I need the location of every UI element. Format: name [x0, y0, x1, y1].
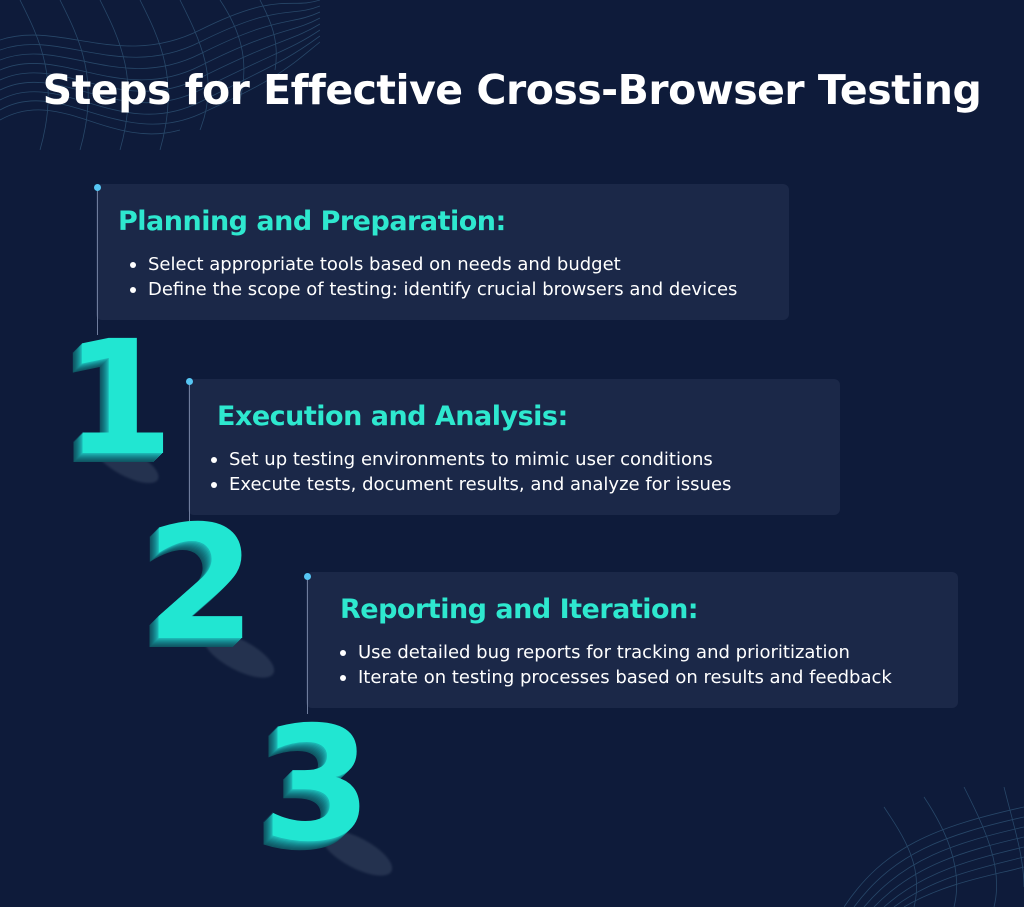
- step-connector-line: [304, 573, 311, 714]
- bullet-text: Execute tests, document results, and ana…: [229, 474, 732, 495]
- connector-dot-icon: [186, 378, 193, 385]
- bullet-dot-icon: [130, 287, 136, 293]
- bullet-dot-icon: [211, 482, 217, 488]
- list-item: Execute tests, document results, and ana…: [211, 472, 731, 497]
- step-bullet-list: Use detailed bug reports for tracking an…: [340, 640, 892, 690]
- decorative-wave-bottom-right: [844, 787, 1024, 907]
- list-item: Use detailed bug reports for tracking an…: [340, 640, 892, 665]
- step-number-2: 2: [146, 492, 256, 676]
- step-bullet-list: Select appropriate tools based on needs …: [130, 252, 737, 302]
- bullet-dot-icon: [211, 457, 217, 463]
- step-heading: Execution and Analysis:: [217, 401, 568, 432]
- list-item: Define the scope of testing: identify cr…: [130, 277, 737, 302]
- bullet-text: Iterate on testing processes based on re…: [358, 667, 892, 688]
- bullet-text: Select appropriate tools based on needs …: [148, 254, 621, 275]
- bullet-text: Use detailed bug reports for tracking an…: [358, 642, 850, 663]
- step-heading: Reporting and Iteration:: [340, 594, 699, 625]
- step-card-1: Planning and Preparation: Select appropr…: [96, 184, 789, 320]
- bullet-dot-icon: [340, 675, 346, 681]
- step-card-3: Reporting and Iteration: Use detailed bu…: [306, 572, 958, 708]
- bullet-dot-icon: [340, 650, 346, 656]
- step-heading: Planning and Preparation:: [118, 206, 506, 237]
- step-card-2: Execution and Analysis: Set up testing e…: [188, 379, 840, 515]
- step-connector-line: [186, 378, 193, 521]
- step-number-3: 3: [262, 693, 372, 877]
- bullet-dot-icon: [130, 262, 136, 268]
- connector-dot-icon: [304, 573, 311, 580]
- step-bullet-list: Set up testing environments to mimic use…: [211, 447, 731, 497]
- list-item: Iterate on testing processes based on re…: [340, 665, 892, 690]
- bullet-text: Set up testing environments to mimic use…: [229, 449, 713, 470]
- page-title: Steps for Effective Cross-Browser Testin…: [42, 66, 982, 114]
- step-connector-line: [94, 184, 101, 335]
- list-item: Select appropriate tools based on needs …: [130, 252, 737, 277]
- connector-dot-icon: [94, 184, 101, 191]
- list-item: Set up testing environments to mimic use…: [211, 447, 731, 472]
- bullet-text: Define the scope of testing: identify cr…: [148, 279, 738, 300]
- step-number-1: 1: [64, 307, 174, 491]
